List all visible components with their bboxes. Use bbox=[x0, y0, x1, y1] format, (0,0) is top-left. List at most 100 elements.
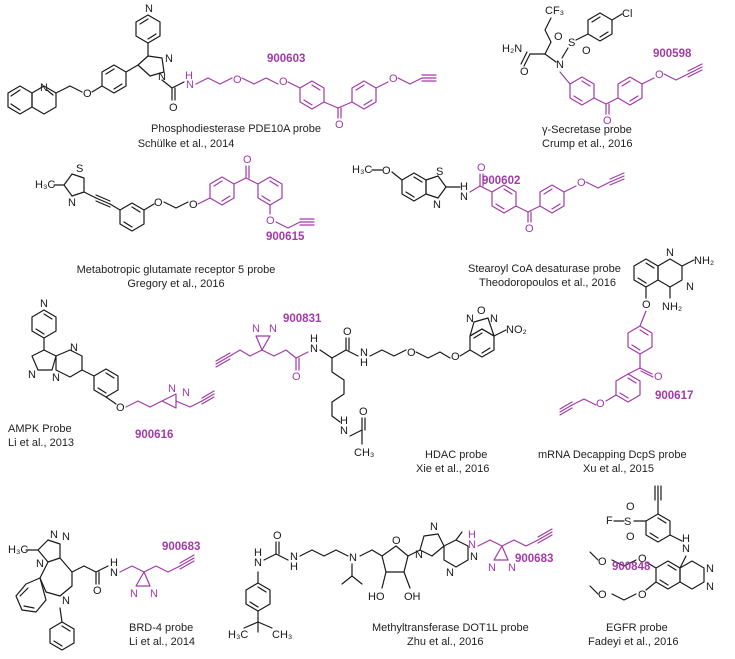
probe-code: 900615 bbox=[266, 231, 305, 243]
atom-label: O bbox=[582, 45, 591, 57]
atom-label: H₃C bbox=[228, 629, 248, 641]
probe-name: HDAC probe bbox=[425, 449, 487, 461]
probe-name: Phosphodiesterase PDE10A probe bbox=[151, 123, 321, 135]
atom-label: S bbox=[436, 166, 443, 178]
atom-label: O bbox=[603, 115, 612, 127]
atom-label: O bbox=[626, 531, 635, 543]
probe-code: 900617 bbox=[655, 390, 693, 402]
atom-label: N bbox=[52, 372, 60, 384]
atom-label: O bbox=[83, 88, 92, 100]
atom-label: N bbox=[182, 387, 190, 399]
atom-label: N bbox=[70, 342, 78, 354]
structure-dot1l: H₃C CH₃ N H O N H N O HO OH N N N N H N … bbox=[228, 521, 553, 648]
probe-code: 900603 bbox=[267, 53, 305, 65]
atom-label: H bbox=[185, 70, 193, 82]
atom-label: O bbox=[273, 530, 282, 542]
probe-name: Metabotropic glutamate receptor 5 probe bbox=[77, 264, 276, 276]
probe-code: 900683 bbox=[162, 541, 200, 553]
structure-brd4: H₃C N N N N O H N N N 900683 BRD-4 probe… bbox=[8, 529, 200, 651]
probe-name: AMPK Probe bbox=[8, 423, 72, 435]
structure-egfr: F S O O H N N N O O O O 900848 EGFR prob… bbox=[588, 485, 714, 648]
atom-label: N bbox=[290, 551, 298, 563]
atom-label: N bbox=[165, 53, 173, 65]
atom-label: H bbox=[254, 547, 262, 559]
atom-label: H bbox=[340, 415, 348, 427]
atom-label: O bbox=[343, 326, 352, 338]
atom-label: CH₃ bbox=[272, 629, 292, 641]
atom-label: O bbox=[233, 74, 242, 86]
atom-label: N bbox=[466, 313, 474, 325]
atom-label: N bbox=[168, 383, 176, 395]
atom-label: N bbox=[470, 551, 478, 563]
probe-ref: Schülke et al., 2014 bbox=[138, 138, 235, 150]
atom-label: O bbox=[169, 102, 178, 114]
atom-label: S bbox=[76, 163, 83, 175]
atom-label: O bbox=[154, 197, 163, 209]
atom-label: N bbox=[310, 343, 318, 355]
atom-label: O bbox=[520, 66, 529, 78]
atom-label: N bbox=[150, 588, 158, 600]
probe-ref: Li et al., 2014 bbox=[129, 636, 195, 648]
probe-code: 900602 bbox=[482, 175, 520, 187]
atom-label: O bbox=[554, 31, 563, 43]
atom-label: CF₃ bbox=[545, 5, 564, 17]
atom-label: N bbox=[468, 539, 476, 551]
atom-label: O bbox=[577, 177, 586, 189]
atom-label: N bbox=[62, 595, 70, 607]
structure-ampk: N N N N O N N 900616 AMPK Probe Li et al… bbox=[8, 298, 215, 449]
atom-label: CH₃ bbox=[354, 447, 374, 459]
atom-label: N bbox=[433, 199, 441, 211]
atom-label: O bbox=[451, 351, 460, 363]
probe-ref: Fadeyi et al., 2016 bbox=[588, 636, 679, 648]
atom-label: N bbox=[145, 3, 153, 15]
probe-name: Methyltransferase DOT1L probe bbox=[372, 622, 529, 634]
atom-label: O bbox=[292, 371, 301, 383]
atom-label: N bbox=[666, 247, 674, 259]
atom-label: N bbox=[186, 79, 194, 91]
atom-label: HO bbox=[368, 591, 385, 603]
atom-label: N bbox=[130, 588, 138, 600]
atom-label: N bbox=[68, 197, 76, 209]
atom-label: H bbox=[460, 181, 468, 193]
atom-label: OH bbox=[404, 591, 421, 603]
atom-label: O bbox=[525, 223, 534, 235]
atom-label: O bbox=[116, 402, 125, 414]
atom-label: N bbox=[158, 71, 166, 83]
probe-name: EGFR probe bbox=[606, 622, 668, 634]
atom-label: N bbox=[269, 323, 277, 335]
atom-label: N bbox=[254, 557, 262, 569]
atom-label: H₃C bbox=[352, 164, 372, 176]
atom-label: O bbox=[598, 589, 607, 601]
atom-label: N bbox=[490, 313, 498, 325]
atom-label: N bbox=[252, 323, 260, 335]
atom-label: S bbox=[624, 516, 631, 528]
atom-label: N bbox=[349, 552, 357, 564]
atom-label: N bbox=[50, 529, 58, 541]
structure-dcps: N N NH₂ NH₂ O O O 900617 mRNA Decapping … bbox=[538, 247, 714, 475]
atom-label: N bbox=[682, 543, 690, 555]
probe-ref: Xie et al., 2016 bbox=[416, 463, 489, 475]
atom-label: O bbox=[638, 553, 647, 565]
atom-label: N bbox=[36, 558, 44, 570]
atom-label: H bbox=[682, 533, 690, 545]
atom-label: O bbox=[598, 556, 607, 568]
atom-label: N bbox=[62, 531, 70, 543]
atom-label: H bbox=[468, 529, 476, 541]
atom-label: N bbox=[706, 563, 714, 575]
atom-label: O bbox=[477, 305, 486, 317]
atom-label: O bbox=[266, 215, 275, 227]
atom-label: O bbox=[243, 154, 252, 166]
probe-code: 900616 bbox=[135, 429, 173, 441]
probe-code: 900683 bbox=[515, 553, 553, 565]
structure-pde10a: N O N N N O H N O O bbox=[7, 3, 437, 150]
atom-label: O bbox=[382, 165, 391, 177]
atom-label: O bbox=[626, 501, 635, 513]
atom-label: N bbox=[446, 567, 454, 579]
probe-name: γ-Secretase probe bbox=[542, 124, 632, 136]
atom-label: N bbox=[430, 521, 438, 533]
atom-label: F bbox=[606, 515, 613, 527]
atom-label: O bbox=[655, 69, 664, 81]
atom-label: O bbox=[407, 347, 416, 359]
atom-label: N bbox=[340, 425, 348, 437]
atom-label: N bbox=[686, 281, 694, 293]
